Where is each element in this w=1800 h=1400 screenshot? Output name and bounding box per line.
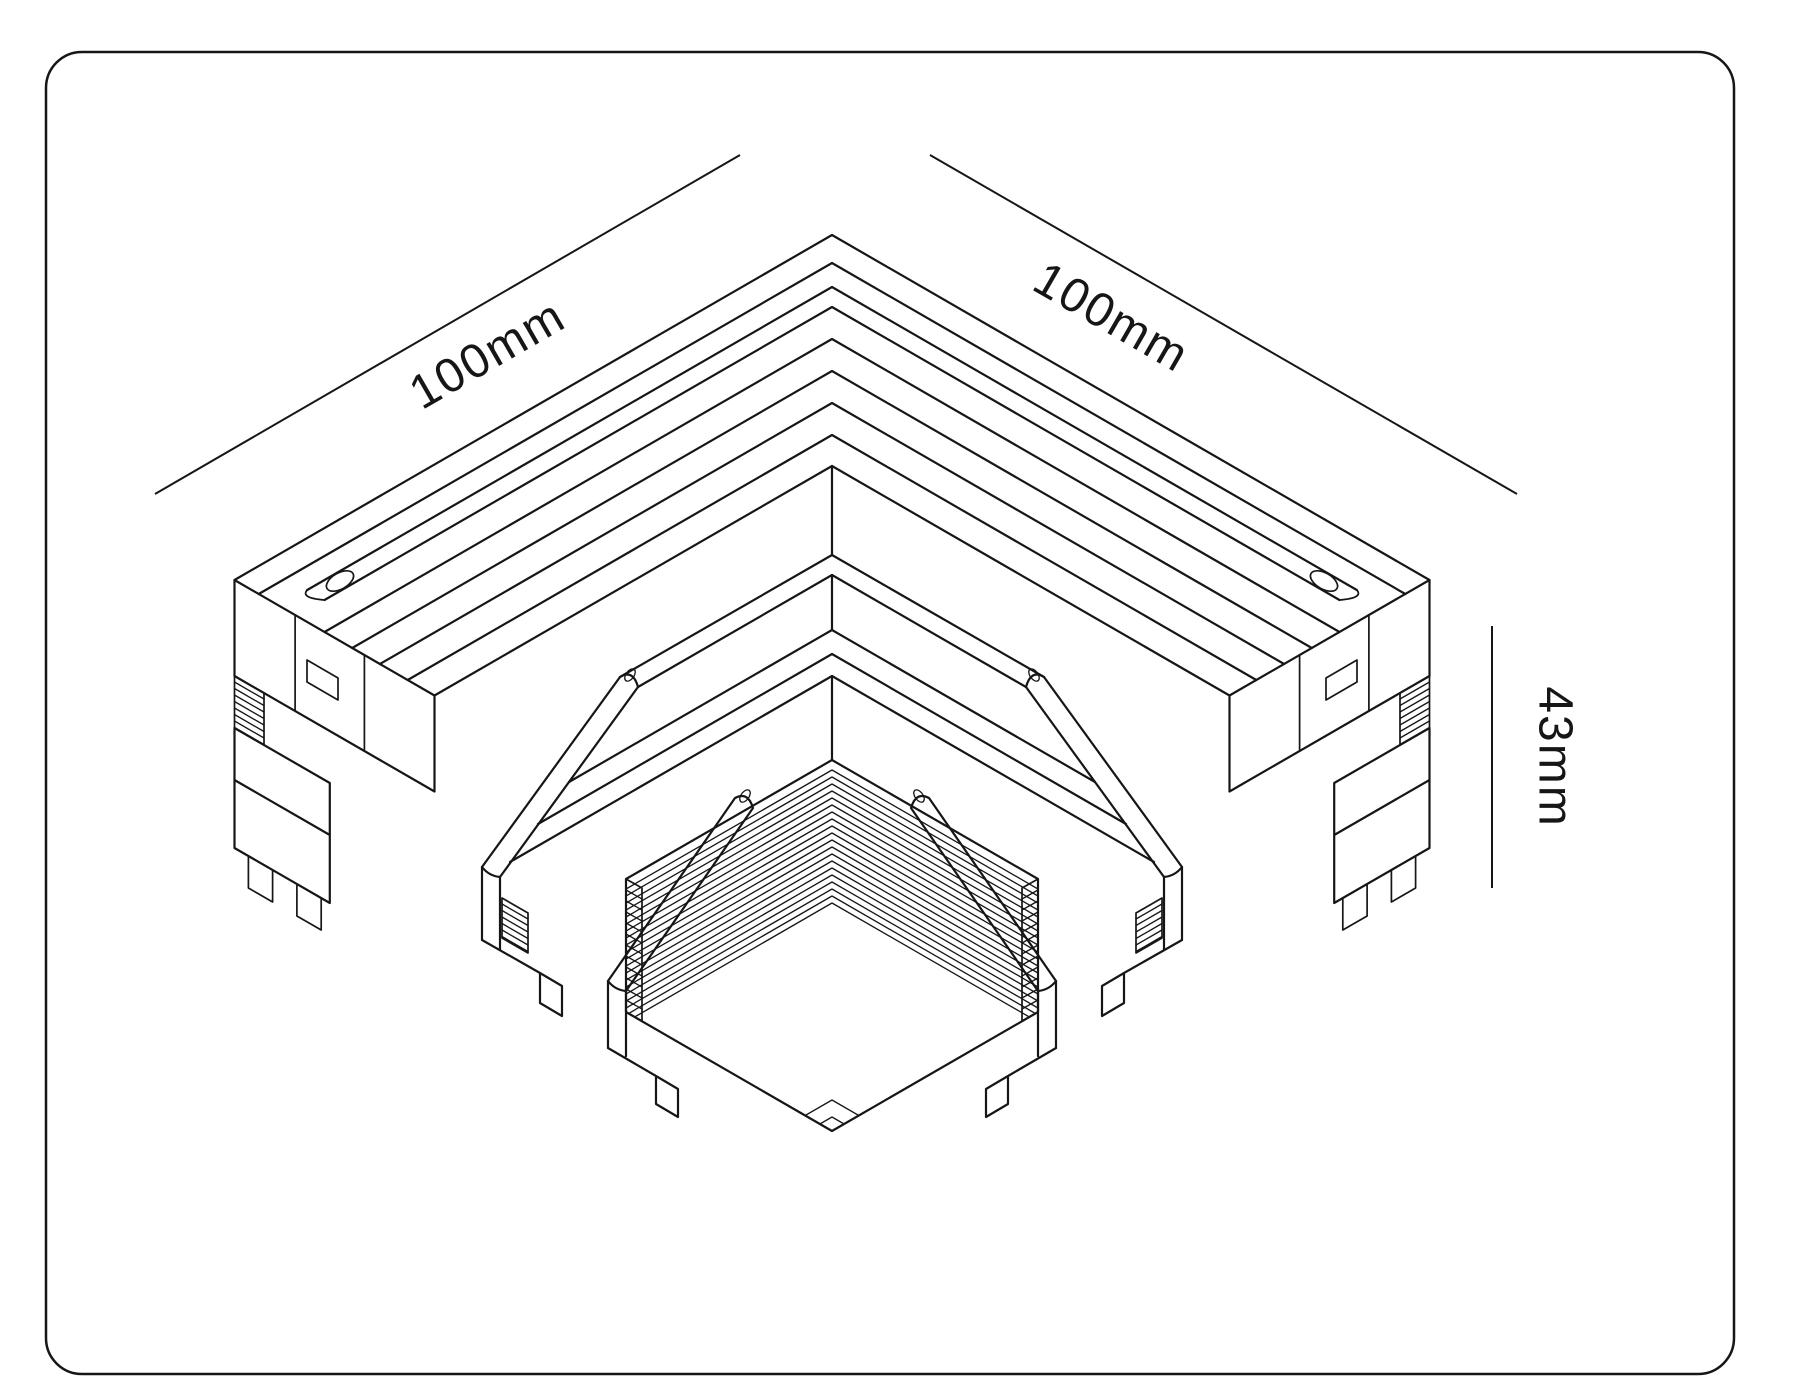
dimension-label-height: 43mm xyxy=(1528,686,1581,827)
dimension-height: 43mm xyxy=(1491,626,1581,888)
dimension-line-left xyxy=(154,154,741,495)
dimension-line-right xyxy=(929,154,1518,495)
bellows-ribs xyxy=(626,769,1038,1131)
profile-corner-drawing xyxy=(233,233,1431,1133)
drawing-border xyxy=(44,50,1736,1376)
